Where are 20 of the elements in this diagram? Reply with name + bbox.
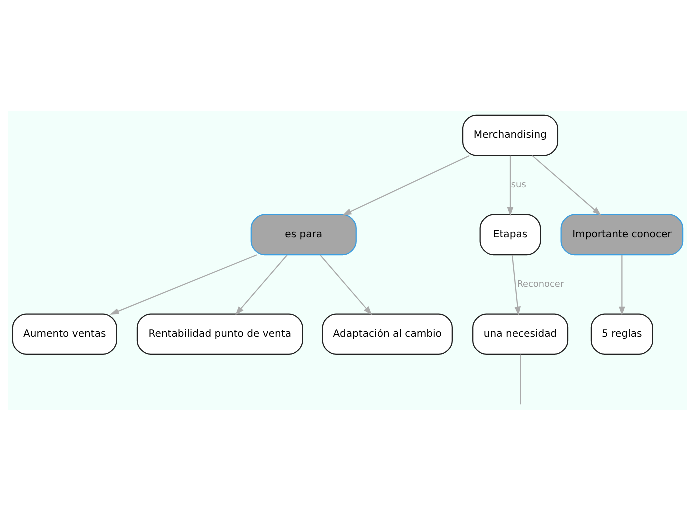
node-box: Importante conocer xyxy=(560,214,684,256)
arrow xyxy=(619,254,626,316)
edge-label: sus xyxy=(511,180,526,190)
node-box: es para xyxy=(250,214,357,256)
arrow xyxy=(507,155,514,216)
arrow xyxy=(532,154,602,216)
node-box: 5 reglas xyxy=(590,313,654,355)
edge-label: Reconocer xyxy=(517,279,564,290)
node-box: Rentabilidad punto de venta xyxy=(136,313,304,355)
arrow xyxy=(110,254,258,314)
arrow xyxy=(512,254,521,316)
node-box: una necesidad xyxy=(472,313,569,355)
arrow xyxy=(236,254,288,315)
connector xyxy=(520,354,522,404)
arrow xyxy=(342,154,470,216)
node-box: Etapas xyxy=(480,214,542,256)
node-box: Merchandising xyxy=(462,114,559,156)
node-box: Adaptación al cambio xyxy=(322,313,453,355)
node-box: Aumento ventas xyxy=(12,313,118,355)
arrow xyxy=(320,254,372,315)
